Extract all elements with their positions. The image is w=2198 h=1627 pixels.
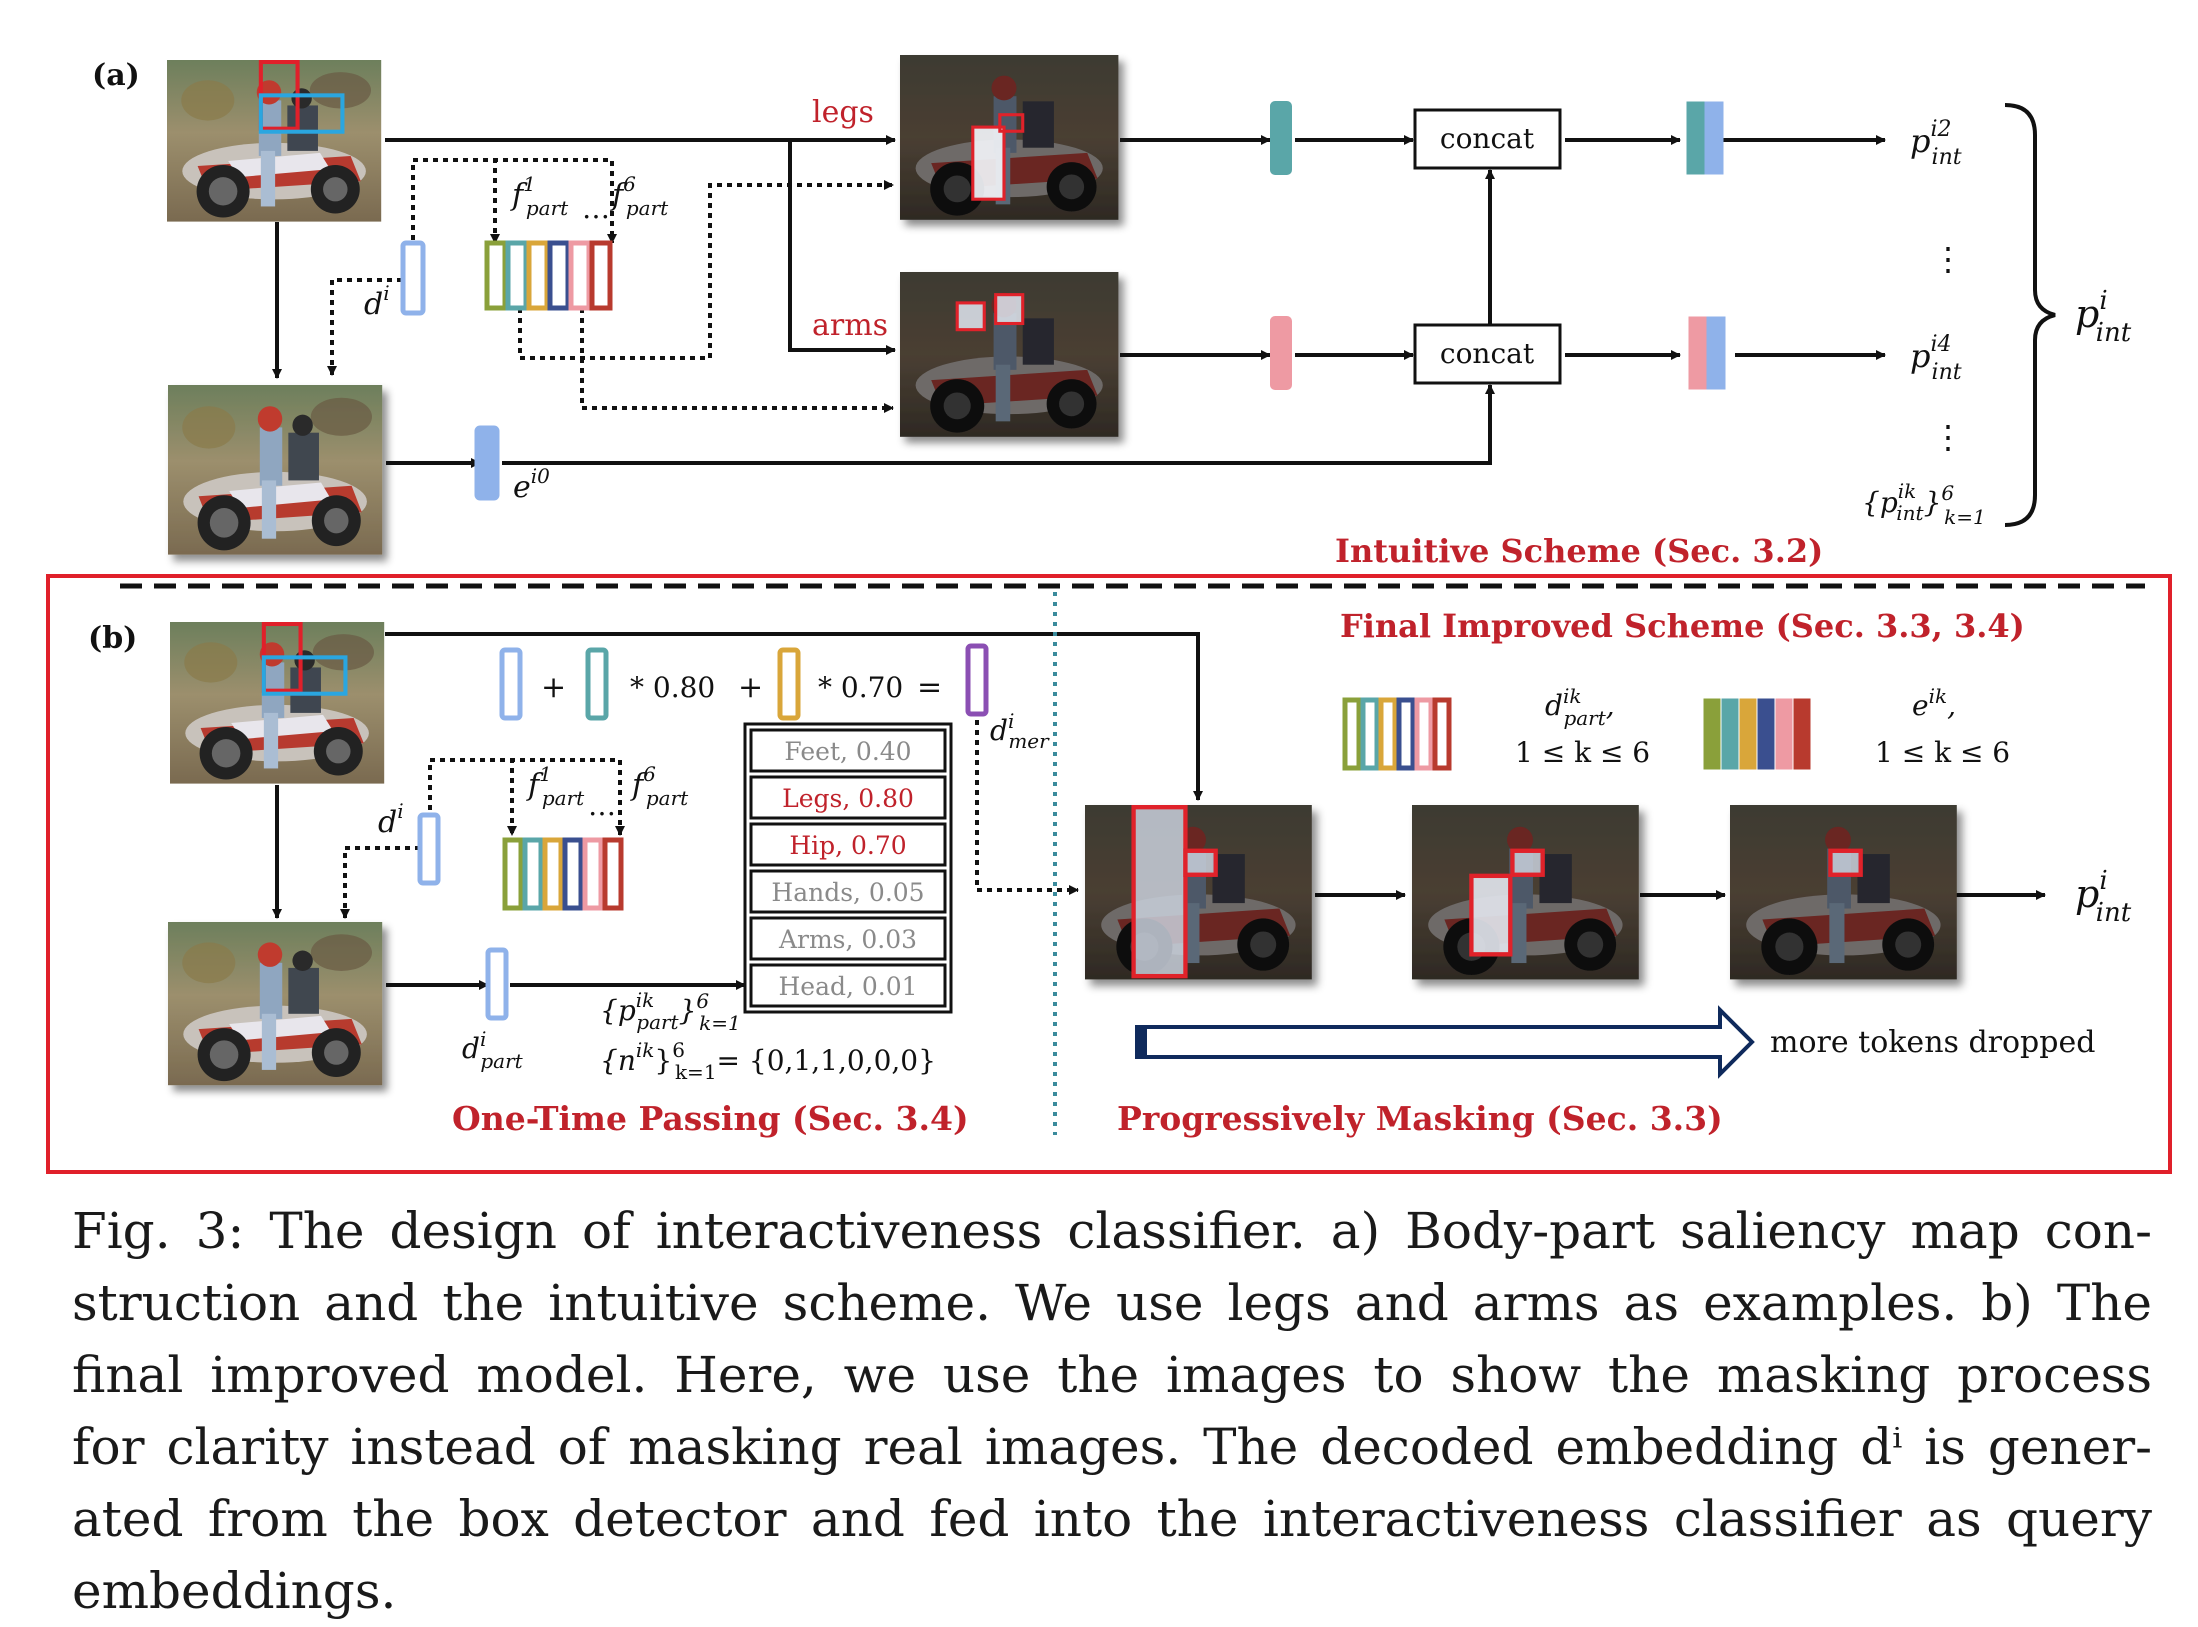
arms-part-token [1270,316,1292,390]
concat-tokens-top [1686,101,1724,175]
table-cell [749,963,947,1008]
caption-line: struction and the intuitive scheme. We u… [72,1274,2152,1332]
table-row-label: Head, 0.01 [778,972,917,1001]
figure-diagram: (a) legs arms [46,55,2172,1174]
caption-line: ated from the box detector and fed into … [72,1490,2152,1548]
e-i0-token [474,425,500,501]
mask-stage-3-image [1730,805,1957,980]
eq-plus-2: + [738,670,763,705]
f-part-tokens-b [502,837,624,911]
d-part-legend-range: 1 ≤ k ≤ 6 [1515,736,1650,769]
panel-a-label: (a) [92,58,140,93]
input-image-b [170,622,385,784]
mask-stage-2-image [1412,805,1639,980]
panel-b-arrows [272,632,2046,990]
table-cell [749,775,947,820]
intuitive-scheme-title: Intuitive Scheme (Sec. 3.2) [1335,532,1823,570]
table-cell [749,916,947,961]
d-i-label-a: di [364,281,390,322]
caption-line: final improved model. Here, we use the i… [72,1346,2152,1404]
eq-token-blue [499,647,523,721]
figure-caption: Fig. 3: The design of interactiveness cl… [72,1195,2152,1627]
panel-b-dotted-arrows [340,720,1079,919]
human-crop-image-a [168,385,383,555]
eq-times-080: * 0.80 [630,671,715,704]
caption-line: Fig. 3: The design of interactiveness cl… [72,1202,2152,1260]
human-crop-image-b [168,922,383,1086]
concat-box-bottom: concat [1413,323,1562,385]
caption-line: embeddings. [72,1562,397,1620]
e-legend-tokens [1703,698,1811,770]
legs-masked-image [900,55,1119,220]
eq-equals: = [917,670,942,705]
panel-a-dotted-arrows [327,158,894,413]
more-tokens-arrow [1135,1005,1755,1079]
svg-text:concat: concat [1440,337,1535,370]
eq-token-yellow [777,647,801,721]
d-part-token [485,947,509,1021]
caption-line: for clarity instead of masking real imag… [72,1418,2152,1476]
e-i0-label: ei0 [513,464,550,505]
table-cell [749,728,947,773]
eq-token-teal [585,647,609,721]
d-part-legend-tokens [1342,697,1452,771]
table-row-label: Hands, 0.05 [771,878,924,907]
one-time-passing-title: One-Time Passing (Sec. 3.4) [452,1099,969,1138]
f-part-tokens-a [484,240,613,311]
final-scheme-title: Final Improved Scheme (Sec. 3.3, 3.4) [1340,607,2025,645]
f-part-ellipsis-b: … [588,789,616,822]
e-legend-label: eik, [1912,684,1956,722]
d-i-token-b [417,812,441,886]
more-tokens-label: more tokens dropped [1770,1025,2095,1060]
panel-b-label: (b) [88,621,137,656]
output-brace [2004,103,2056,527]
concat-tokens-bottom [1688,316,1726,390]
table-row-label: Hip, 0.70 [789,831,906,860]
more-tokens-arrow-tail [1137,1027,1147,1057]
eq-times-070: * 0.70 [818,671,903,704]
progressive-masking-title: Progressively Masking (Sec. 3.3) [1117,1099,1723,1138]
panel-b-frame [46,574,2172,1174]
svg-text:concat: concat [1440,122,1535,155]
arms-masked-image [900,272,1119,437]
f-part-ellipsis-a: … [582,192,610,225]
eq-plus-1: + [541,670,566,705]
table-cell [749,869,947,914]
concat-box-top: concat [1413,108,1562,170]
legs-label: legs [812,95,874,130]
input-image-a [167,60,382,222]
panel-a-arrows [272,135,1886,468]
table-cell [749,822,947,867]
legs-part-token [1270,101,1292,175]
table-row-label: Arms, 0.03 [778,925,917,954]
arms-label: arms [812,308,888,343]
table-row-label: Legs, 0.80 [782,784,914,813]
e-legend-range: 1 ≤ k ≤ 6 [1875,736,2010,769]
d-mer-token [965,643,989,717]
ellipsis-v-2: ⋮ [1932,418,1964,456]
d-i-label-b: di [378,799,404,840]
table-row-label: Feet, 0.40 [784,737,911,766]
d-i-token [400,240,426,316]
mask-stage-1-image [1085,805,1312,980]
ellipsis-v-1: ⋮ [1932,240,1964,278]
